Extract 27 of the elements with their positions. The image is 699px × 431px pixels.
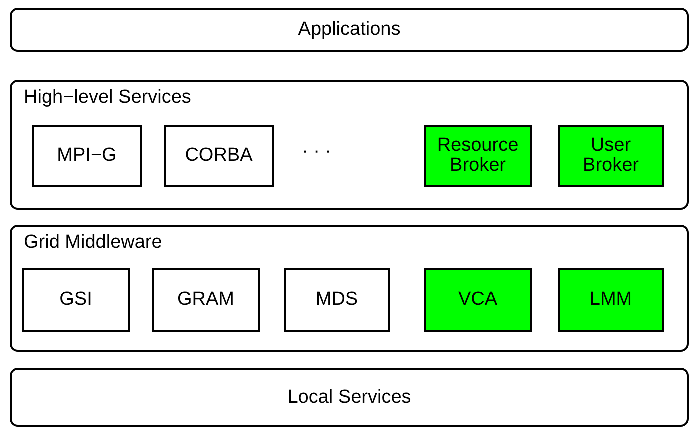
box-label: Resource Broker bbox=[436, 134, 520, 178]
layer-title: Grid Middleware bbox=[24, 231, 162, 255]
box-label: MDS bbox=[314, 288, 360, 312]
box-label: LMM bbox=[588, 288, 634, 312]
box-label: Local Services bbox=[286, 386, 412, 410]
box-label: VCA bbox=[457, 288, 499, 312]
component-box bbox=[424, 268, 532, 332]
box-label: Applications bbox=[297, 18, 402, 42]
layer-box bbox=[10, 368, 689, 427]
layer-panel bbox=[10, 225, 689, 352]
component-box bbox=[284, 268, 390, 332]
component-box bbox=[558, 268, 664, 332]
component-box bbox=[424, 125, 532, 187]
box-label: GRAM bbox=[176, 288, 236, 312]
component-box bbox=[164, 125, 274, 187]
box-label: MPI−G bbox=[56, 144, 118, 168]
component-box bbox=[558, 125, 664, 187]
box-label: User Broker bbox=[582, 134, 640, 178]
layer-box bbox=[10, 8, 689, 52]
ellipsis-text: · · · bbox=[302, 140, 332, 164]
box-label: CORBA bbox=[184, 144, 254, 168]
component-box bbox=[22, 268, 130, 332]
layer-title: High−level Services bbox=[24, 86, 192, 110]
box-label: GSI bbox=[58, 288, 94, 312]
component-box bbox=[152, 268, 260, 332]
layer-panel bbox=[10, 80, 689, 210]
component-box bbox=[32, 125, 142, 187]
